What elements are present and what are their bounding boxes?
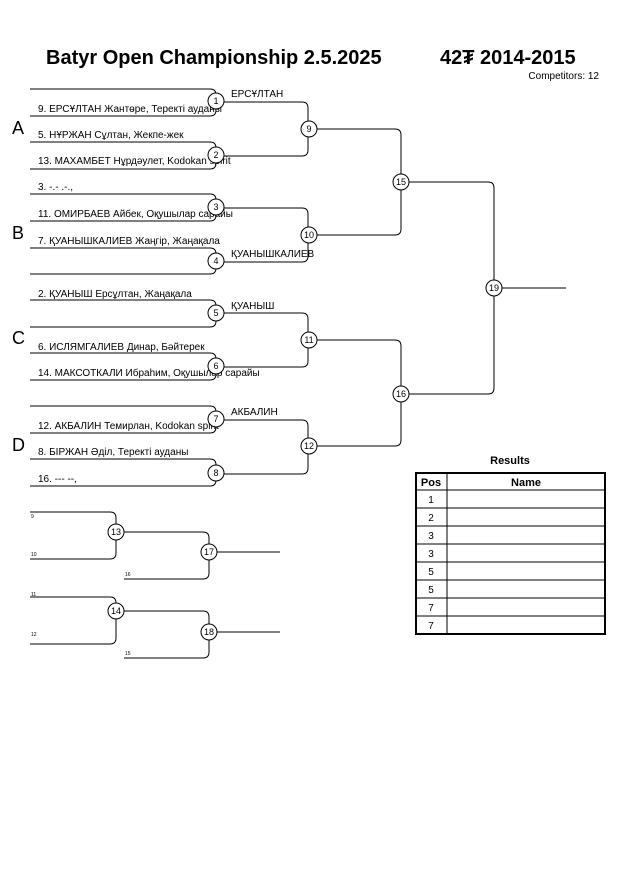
svg-text:6: 6 <box>213 361 218 371</box>
results-pos-8: 7 <box>428 621 434 632</box>
match-node-5[interactable]: 5 <box>207 304 225 322</box>
svg-text:1: 1 <box>213 96 218 106</box>
results-title: Results <box>490 455 530 467</box>
winner-label-match-1: ЕРСҰЛТАН <box>231 89 283 100</box>
svg-text:18: 18 <box>204 627 214 637</box>
pool-label-b: B <box>12 223 24 243</box>
entry-d1: 12. АКБАЛИН Темирлан, Kodokan spirit <box>38 421 219 432</box>
winner-label-match-4: ҚУАНЫШКАЛИЕВ <box>231 249 315 260</box>
pool-label-c: C <box>12 328 25 348</box>
repechage-label-11: 11 <box>31 592 36 598</box>
repechage-labels: 9 10 16 11 12 15 <box>31 514 131 657</box>
competitor-entries: 9. ЕРСҰЛТАН Жантөре, Теректі ауданы 5. Н… <box>38 104 260 485</box>
winner-labels: ЕРСҰЛТАН ҚУАНЫШКАЛИЕВ ҚУАНЫШ АКБАЛИН <box>231 89 315 418</box>
entry-b1: 3. -.- .-., <box>38 182 73 193</box>
svg-text:2: 2 <box>213 150 218 160</box>
entry-d3: 16. --- --, <box>38 474 77 485</box>
svg-text:10: 10 <box>304 230 314 240</box>
results-pos-1: 1 <box>428 495 434 506</box>
match-node-12[interactable]: 12 <box>300 437 318 455</box>
results-col-pos: Pos <box>421 477 441 489</box>
match-node-13[interactable]: 13 <box>107 523 125 541</box>
repechage-label-16: 16 <box>125 572 131 578</box>
match-node-3[interactable]: 3 <box>207 198 225 216</box>
match-node-1[interactable]: 1 <box>207 92 225 110</box>
pool-label-d: D <box>12 435 25 455</box>
match-node-9[interactable]: 9 <box>300 120 318 138</box>
competitors-count: Competitors: 12 <box>528 71 599 82</box>
repechage-label-10: 10 <box>31 552 37 558</box>
match-node-14[interactable]: 14 <box>107 602 125 620</box>
entry-b3: 7. ҚУАНЫШКАЛИЕВ Жаңгір, Жаңақала <box>38 236 220 247</box>
results-pos-3: 3 <box>428 531 434 542</box>
repechage-lines <box>30 511 280 659</box>
svg-text:12: 12 <box>304 441 314 451</box>
svg-text:4: 4 <box>213 256 218 266</box>
results-pos-6: 5 <box>428 585 434 596</box>
svg-text:16: 16 <box>396 389 406 399</box>
results-pos-2: 2 <box>428 513 434 524</box>
svg-text:3: 3 <box>213 202 218 212</box>
entry-c3: 14. МАКСОТКАЛИ Ибраһим, Оқушылар сарайы <box>38 367 260 379</box>
svg-text:9: 9 <box>306 124 311 134</box>
match-node-4[interactable]: 4 <box>207 252 225 270</box>
results-pos-7: 7 <box>428 603 434 614</box>
svg-text:5: 5 <box>213 308 218 318</box>
svg-text:11: 11 <box>304 335 313 345</box>
match-node-8[interactable]: 8 <box>207 464 225 482</box>
championship-title: Batyr Open Championship 2.5.2025 <box>46 47 382 69</box>
match-node-18[interactable]: 18 <box>200 623 218 641</box>
results-pos-4: 3 <box>428 549 434 560</box>
match-node-10[interactable]: 10 <box>300 226 318 244</box>
match-node-19[interactable]: 19 <box>485 279 503 297</box>
weight-category: 42₮ 2014-2015 <box>440 47 576 69</box>
entry-a2: 5. НҰРЖАН Сұлтан, Жекпе-жек <box>38 130 184 141</box>
winner-label-match-7: АКБАЛИН <box>231 407 278 418</box>
match-node-6[interactable]: 6 <box>207 357 225 375</box>
svg-text:19: 19 <box>489 283 499 293</box>
match-node-17[interactable]: 17 <box>200 543 218 561</box>
svg-text:15: 15 <box>396 177 406 187</box>
entry-a1: 9. ЕРСҰЛТАН Жантөре, Теректі ауданы <box>38 104 222 115</box>
svg-text:8: 8 <box>213 468 218 478</box>
entry-b2: 11. ОМИРБАЕВ Айбек, Оқушылар сарайы <box>38 208 233 220</box>
svg-text:7: 7 <box>213 414 218 424</box>
entry-d2: 8. БІРЖАН Әділ, Теректі ауданы <box>38 447 188 458</box>
match-node-15[interactable]: 15 <box>392 173 410 191</box>
match-node-16[interactable]: 16 <box>392 385 410 403</box>
match-node-7[interactable]: 7 <box>207 410 225 428</box>
repechage-label-12: 12 <box>31 632 37 638</box>
match-node-11[interactable]: 11 <box>300 331 318 349</box>
entry-c1: 2. ҚУАНЫШ Ерсұлтан, Жаңақала <box>38 289 192 300</box>
svg-text:17: 17 <box>204 547 214 557</box>
pool-label-a: A <box>12 118 24 138</box>
svg-text:13: 13 <box>111 527 121 537</box>
winner-label-match-5: ҚУАНЫШ <box>231 301 274 312</box>
entry-c2: 6. ИСЛЯМГАЛИЕВ Динар, Бәйтерек <box>38 342 205 353</box>
results-col-name: Name <box>511 477 541 489</box>
svg-text:14: 14 <box>111 606 121 616</box>
entry-a3: 13. МАХАМБЕТ Нұрдәулет, Kodokan spirit <box>38 156 231 167</box>
repechage-label-15: 15 <box>125 651 131 657</box>
match-node-2[interactable]: 2 <box>207 146 225 164</box>
results-pos-5: 5 <box>428 567 434 578</box>
repechage-label-9: 9 <box>31 514 34 520</box>
results-table: Results Pos Name 1 2 3 3 5 5 7 7 <box>415 455 606 635</box>
